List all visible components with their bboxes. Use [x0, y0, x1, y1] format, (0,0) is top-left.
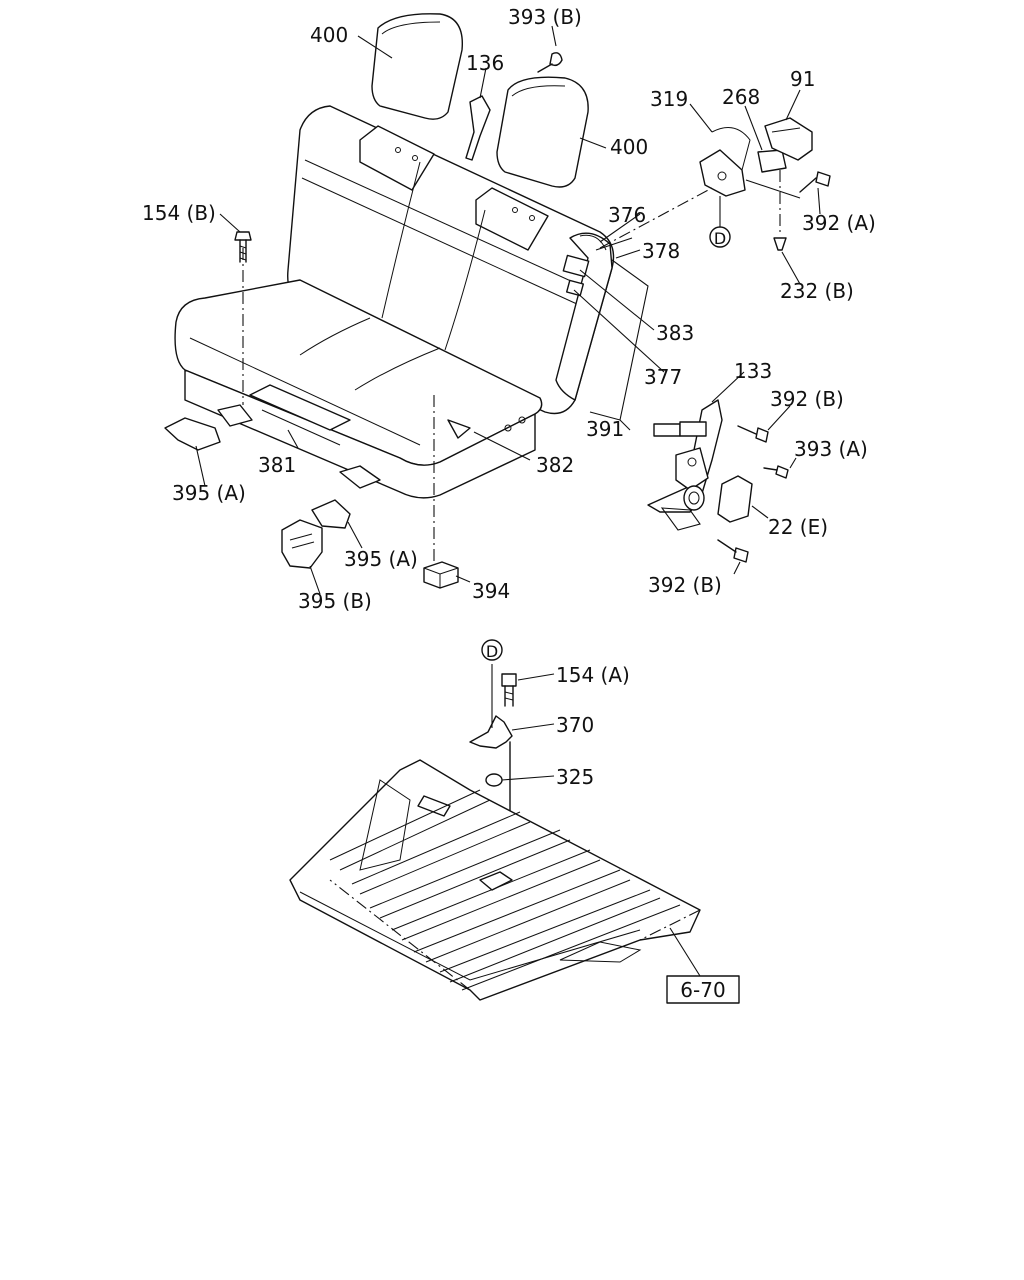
label-391: 391: [586, 417, 624, 441]
label-381: 381: [258, 453, 296, 477]
label-392b-lower: 392 (B): [648, 573, 722, 597]
cover-395b: [281, 519, 323, 569]
label-136: 136: [466, 51, 504, 75]
label-392a: 392 (A): [802, 211, 876, 235]
label-22e: 22 (E): [768, 515, 828, 539]
label-395a-left: 395 (A): [172, 481, 246, 505]
washer-325: [485, 773, 503, 787]
bolt-154b: [234, 231, 252, 263]
label-91: 91: [790, 67, 815, 91]
callout-d-lower-letter: D: [486, 642, 498, 661]
label-133: 133: [734, 359, 772, 383]
reference-box-frame: [666, 975, 740, 1004]
label-383: 383: [656, 321, 694, 345]
label-393b: 393 (B): [508, 5, 582, 29]
bolt-154a: [501, 673, 517, 707]
hinge-133-assembly: [647, 399, 789, 563]
floor-panel-assembly: [289, 664, 740, 1004]
reference-box-label: 6-70: [680, 978, 725, 1002]
clip-395a-center: [311, 499, 351, 529]
label-370: 370: [556, 713, 594, 737]
label-382: 382: [536, 453, 574, 477]
seat-cushion: [174, 279, 543, 499]
label-394: 394: [472, 579, 510, 603]
label-319: 319: [650, 87, 688, 111]
seat-belt-136: [465, 95, 491, 161]
headrest-right: [496, 76, 589, 188]
label-325: 325: [556, 765, 594, 789]
label-395a-center: 395 (A): [344, 547, 418, 571]
label-378: 378: [642, 239, 680, 263]
callout-d-upper: D: [709, 226, 731, 248]
label-392b-upper: 392 (B): [770, 387, 844, 411]
label-377: 377: [644, 365, 682, 389]
label-376: 376: [608, 203, 646, 227]
block-394: [423, 561, 459, 589]
leader-lines: [195, 25, 821, 781]
screw-393b: [537, 52, 563, 73]
callout-d-upper-letter: D: [714, 229, 726, 248]
label-400-left: 400: [310, 23, 348, 47]
bracket-370: [469, 715, 513, 749]
label-393a: 393 (A): [794, 437, 868, 461]
label-395b: 395 (B): [298, 589, 372, 613]
clip-395a-left: [164, 417, 221, 451]
callout-d-lower: D: [481, 639, 503, 661]
label-154b: 154 (B): [142, 201, 216, 225]
rear-seat-assembly: [174, 13, 649, 568]
seat-latch-hardware: [599, 117, 831, 251]
headrest-left: [371, 13, 464, 120]
label-232b: 232 (B): [780, 279, 854, 303]
seat-small-parts: [164, 52, 563, 589]
floor-panel: [289, 759, 701, 1001]
part-labels: 400 393 (B) 136 400 319 268 91 392 (A) 1…: [142, 5, 876, 1002]
label-154a: 154 (A): [556, 663, 630, 687]
label-268: 268: [722, 85, 760, 109]
seat-back: [287, 105, 615, 415]
label-400-right: 400: [610, 135, 648, 159]
